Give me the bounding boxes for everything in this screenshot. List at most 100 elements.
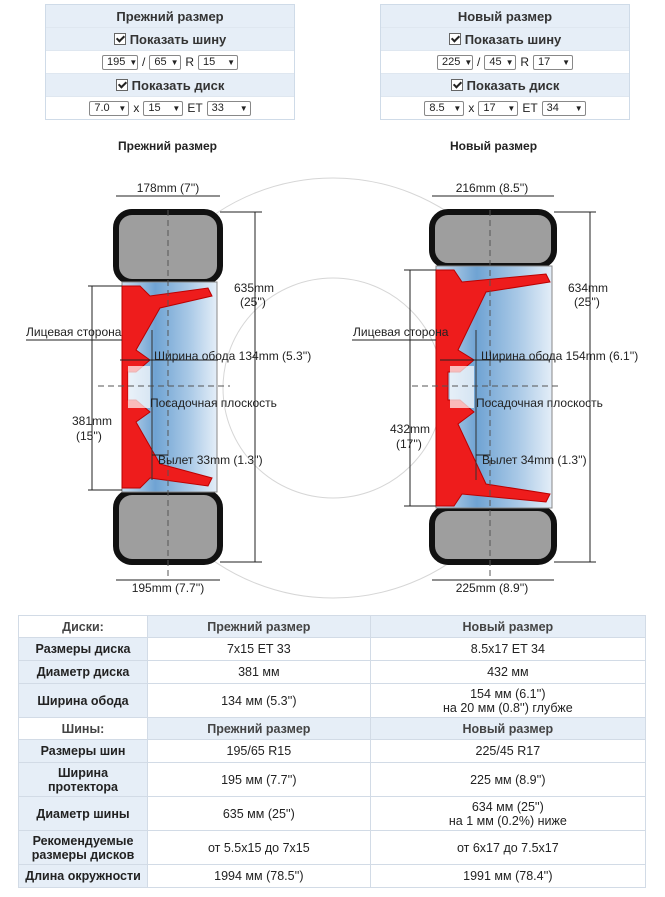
col-old-header: Прежний размер (147, 717, 371, 740)
comparison-table: Диски: Прежний размер Новый размер Разме… (18, 615, 647, 888)
row-label: Рекомендуемые размеры дисков (18, 830, 148, 865)
old-tire-diameter-select[interactable]: 15▼ (198, 54, 238, 70)
new-value-note: на 1 мм (0.2%) ниже (448, 813, 567, 828)
table-row: Ширина обода 134 мм (5.3'') 154 мм (6.1'… (18, 683, 647, 718)
new-value-main: 634 мм (25'') (471, 799, 544, 814)
table-row: Диаметр шины 635 мм (25'') 634 мм (25'')… (18, 796, 647, 831)
checkbox-icon[interactable] (450, 79, 463, 91)
row-label: Диаметр шины (18, 796, 148, 831)
new-show-tire-label: Показать шину (464, 31, 562, 47)
checkbox-icon[interactable] (113, 33, 126, 45)
r-separator: R (185, 55, 194, 69)
new-tire-bottom (429, 505, 557, 565)
slash-separator: / (476, 55, 481, 69)
old-disk-et-select[interactable]: 33▼ (206, 100, 251, 116)
new-value: 225/45 R17 (369, 739, 647, 763)
new-offset-label: Вылет 34mm (1.3'') (482, 453, 587, 467)
old-size-panel: Прежний размер Показать шину 195▼ / 65▼ … (45, 4, 295, 120)
disks-header-row: Диски: Прежний размер Новый размер (18, 615, 647, 638)
old-disk-width-select[interactable]: 7.0▼ (89, 100, 130, 116)
new-value-note: на 20 мм (0.8'') глубже (443, 700, 573, 715)
old-show-disk-label: Показать диск (131, 77, 225, 93)
old-tire-width-select[interactable]: 195▼ (101, 54, 138, 70)
new-disk-diameter-select[interactable]: 17▼ (478, 100, 519, 116)
old-face-label: Лицевая сторона (26, 325, 122, 339)
old-show-tire-toggle[interactable]: Показать шину (46, 28, 294, 51)
table-row: Диаметр диска 381 мм 432 мм (18, 660, 647, 684)
table-row: Рекомендуемые размеры дисков от 5.5x15 д… (18, 830, 647, 865)
new-value: от 6x17 до 7.5x17 (369, 830, 647, 865)
new-tire-diameter-select[interactable]: 17▼ (533, 54, 573, 70)
row-label: Диаметр диска (18, 660, 148, 684)
row-label: Ширина обода (18, 683, 148, 718)
new-value: 634 мм (25'')на 1 мм (0.2%) ниже (369, 796, 647, 831)
row-label: Размеры диска (18, 637, 148, 661)
table-row: Ширина протектора 195 мм (7.7'') 225 мм … (18, 762, 647, 797)
new-value: 225 мм (8.9'') (369, 762, 647, 797)
old-value: 1994 мм (78.5'') (147, 864, 371, 888)
old-height-in-label: (25'') (240, 295, 266, 309)
old-hub (128, 366, 150, 408)
old-disk-selects: 7.0▼ x 15▼ ET 33▼ (46, 97, 294, 119)
new-disk-et-select[interactable]: 34▼ (541, 100, 586, 116)
new-size-title: Новый размер (381, 5, 629, 28)
checkbox-icon[interactable] (115, 79, 128, 91)
chevron-down-icon: ▼ (170, 57, 179, 67)
old-disk-diameter-select[interactable]: 15▼ (143, 100, 184, 116)
new-tread-top-label: 216mm (8.5'') (456, 181, 529, 195)
old-mount-label: Посадочная плоскость (150, 396, 277, 410)
new-height-in-label: (25'') (574, 295, 600, 309)
new-rim-diam-label: 432mm (390, 422, 430, 436)
new-value: 432 мм (369, 660, 647, 684)
new-tire-width-label: 225mm (8.9'') (456, 581, 529, 595)
old-tire-profile-select[interactable]: 65▼ (149, 54, 182, 70)
new-show-tire-toggle[interactable]: Показать шину (381, 28, 629, 51)
new-mount-label: Посадочная плоскость (476, 396, 603, 410)
old-tire-selects: 195▼ / 65▼ R 15▼ (46, 51, 294, 74)
checkbox-icon[interactable] (448, 33, 461, 45)
chevron-down-icon: ▼ (172, 103, 181, 113)
chevron-down-icon: ▼ (507, 103, 516, 113)
et-label: ET (522, 101, 538, 115)
old-rim-diam-label: 381mm (72, 414, 112, 428)
old-value: 134 мм (5.3'') (147, 683, 371, 718)
chevron-down-icon: ▼ (239, 103, 248, 113)
new-show-disk-label: Показать диск (466, 77, 560, 93)
tires-header: Шины: (18, 717, 148, 740)
et-label: ET (187, 101, 203, 115)
old-offset-label: Вылет 33mm (1.3'') (158, 453, 263, 467)
old-show-disk-toggle[interactable]: Показать диск (46, 74, 294, 97)
old-tread-top-label: 178mm (7'') (137, 181, 200, 195)
new-value: 1991 мм (78.4'') (369, 864, 647, 888)
new-rim-width-label: Ширина обода 154mm (6.1'') (481, 349, 638, 363)
new-size-panel: Новый размер Показать шину 225▼ / 45▼ R … (380, 4, 630, 120)
chevron-down-icon: ▼ (562, 57, 570, 67)
new-show-disk-toggle[interactable]: Показать диск (381, 74, 629, 97)
chevron-down-icon: ▼ (129, 57, 138, 67)
new-value: 8.5x17 ET 34 (369, 637, 647, 661)
new-hub (450, 366, 474, 408)
new-disk-width-select[interactable]: 8.5▼ (424, 100, 465, 116)
old-value: 195/65 R15 (147, 739, 371, 763)
x-separator: x (468, 101, 475, 115)
row-label: Длина окружности (18, 864, 148, 888)
table-row: Длина окружности 1994 мм (78.5'') 1991 м… (18, 864, 647, 888)
old-rim-width-label: Ширина обода 134mm (5.3'') (154, 349, 311, 363)
old-wheel (98, 209, 230, 580)
new-rim-diam-in-label: (17'') (396, 437, 422, 451)
chevron-down-icon: ▼ (505, 57, 514, 67)
tires-header-row: Шины: Прежний размер Новый размер (18, 717, 647, 740)
old-value: 635 мм (25'') (147, 796, 371, 831)
old-tire-width-label: 195mm (7.7'') (132, 581, 205, 595)
new-rim-spoke (435, 269, 551, 507)
disks-header: Диски: (18, 615, 148, 638)
old-size-title: Прежний размер (46, 5, 294, 28)
old-diagram-caption: Прежний размер (118, 139, 218, 153)
old-value: 381 мм (147, 660, 371, 684)
table-row: Размеры шин 195/65 R15 225/45 R17 (18, 739, 647, 763)
new-tire-width-select[interactable]: 225▼ (436, 54, 473, 70)
new-tire-profile-select[interactable]: 45▼ (484, 54, 517, 70)
new-face-label: Лицевая сторона (353, 325, 449, 339)
new-tire-top (429, 209, 557, 269)
old-value: от 5.5x15 до 7x15 (147, 830, 371, 865)
